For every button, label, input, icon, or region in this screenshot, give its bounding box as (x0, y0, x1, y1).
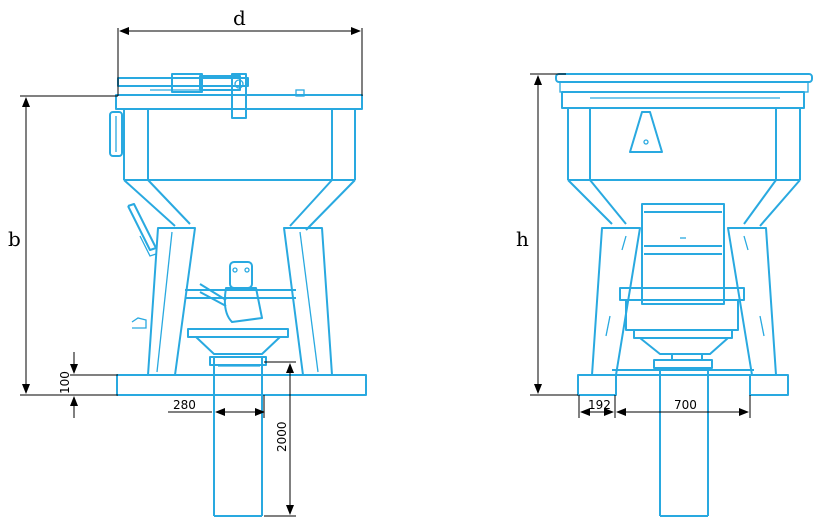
side-discharge-pipe (209, 356, 267, 517)
label-d: d (233, 6, 246, 30)
front-outlet-funnel (633, 329, 733, 361)
front-discharge-pipe (653, 359, 713, 517)
front-legs (591, 227, 777, 376)
side-hopper-body (123, 109, 356, 231)
side-outlet-funnel (187, 328, 289, 355)
front-view: h 192 700 (516, 73, 813, 517)
label-192: 192 (588, 398, 611, 412)
front-base (577, 369, 789, 396)
label-h: h (516, 227, 529, 251)
side-lever (127, 203, 157, 329)
front-lid (555, 73, 813, 109)
side-gate-valve (199, 261, 263, 323)
label-700: 700 (674, 398, 697, 412)
side-dimensions (20, 27, 363, 517)
front-dimensions (530, 73, 751, 418)
front-gate-frame (619, 203, 745, 331)
front-hopper-body (567, 108, 801, 227)
label-280: 280 (173, 398, 196, 412)
side-legs (147, 227, 333, 376)
label-2000: 2000 (275, 421, 289, 452)
label-100: 100 (58, 371, 72, 394)
side-view: d b 100 280 2000 (8, 6, 367, 517)
side-handle (109, 111, 123, 157)
side-base-plate (116, 374, 367, 396)
side-top-frame (115, 94, 363, 110)
label-b: b (8, 227, 21, 251)
